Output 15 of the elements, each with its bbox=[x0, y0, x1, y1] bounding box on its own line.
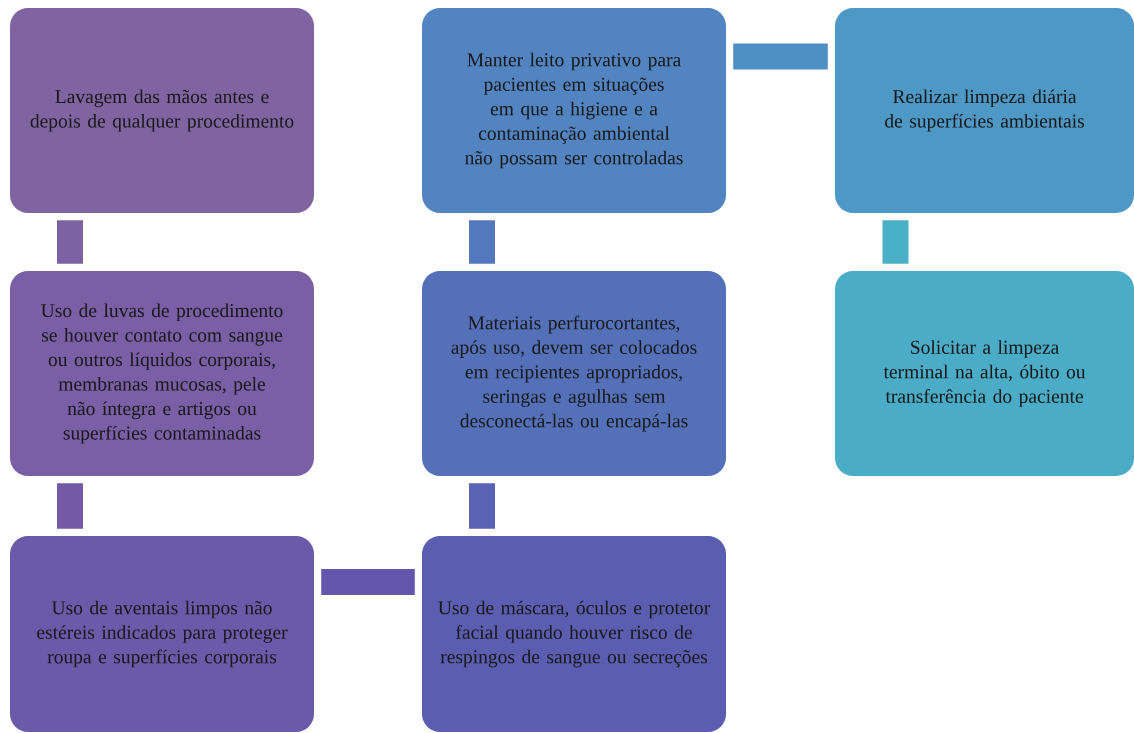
connector-bar bbox=[321, 569, 415, 595]
connector-bar bbox=[57, 483, 83, 529]
connector-bar bbox=[469, 220, 495, 264]
process-box: Uso de aventais limpos não estéreis indicados para proteger roupa e superfícies corporais bbox=[10, 536, 314, 732]
process-box: Solicitar a limpeza terminal na alta, óbito ou transferência do paciente bbox=[835, 271, 1134, 476]
connector-bar bbox=[469, 483, 495, 529]
process-box: Uso de luvas de procedimento se houver contato com sangue ou outros líquidos corporais, membranas mucosas, pele não íntegra e artigos ou superfícies contaminadas bbox=[10, 271, 314, 476]
connector-bar bbox=[733, 43, 828, 70]
process-box: Lavagem das mãos antes e depois de qualquer procedimento bbox=[10, 8, 314, 213]
connector-bar bbox=[882, 220, 909, 264]
process-box: Uso de máscara, óculos e protetor facial quando houver risco de respingos de sangue ou secreções bbox=[422, 536, 726, 732]
process-box: Materiais perfurocortantes, após uso, devem ser colocados em recipientes apropriados, seringas e agulhas sem desconectá-las ou encapá-las bbox=[422, 271, 726, 476]
connector-bar bbox=[57, 220, 83, 264]
process-box: Manter leito privativo para pacientes em situações em que a higiene e a contaminação ambiental não possam ser controladas bbox=[422, 8, 726, 213]
process-box: Realizar limpeza diária de superfícies ambientais bbox=[835, 8, 1134, 213]
